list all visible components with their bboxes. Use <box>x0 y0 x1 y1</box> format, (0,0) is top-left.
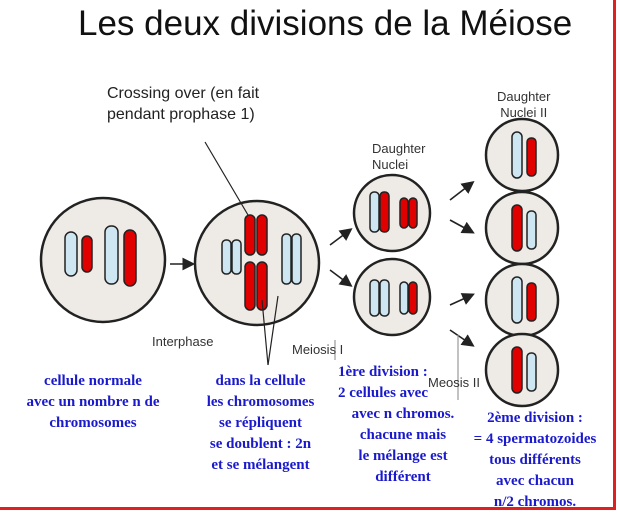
cell-interphase <box>39 196 167 324</box>
page-title: Les deux divisions de la Méiose <box>78 4 573 43</box>
meiosis-i-label: Meiosis I <box>292 342 344 357</box>
daughter-nucleus-1 <box>352 173 432 253</box>
interphase-label: Interphase <box>152 334 214 349</box>
arrows <box>170 181 475 347</box>
meiosis-ii-label: Meosis II <box>428 375 481 390</box>
chromosomes <box>64 131 537 394</box>
pointer-lines <box>204 141 459 400</box>
daughter-nucleus-2 <box>352 257 432 337</box>
